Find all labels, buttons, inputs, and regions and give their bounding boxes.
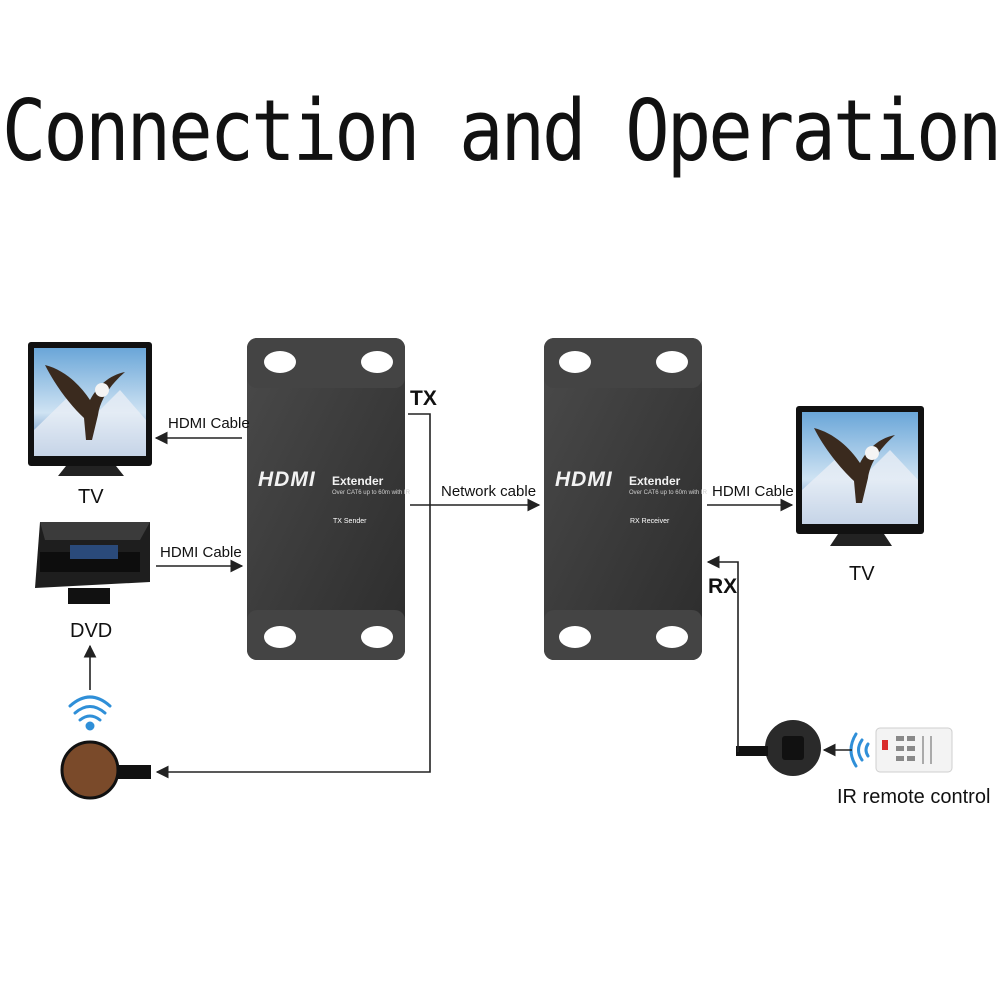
ir-remote-label: IR remote control	[837, 786, 991, 808]
ir-extender-icon	[736, 720, 821, 776]
tv-left-label: TV	[78, 486, 104, 508]
sender-box	[247, 338, 405, 660]
receiver-subtitle: Over CAT6 up to 60m with IR	[629, 490, 707, 496]
tv-left-icon	[28, 342, 152, 476]
remote-control-icon	[875, 727, 953, 773]
sender-product: Extender	[332, 474, 384, 488]
rx-ir-line	[706, 555, 739, 752]
dvd-player-icon	[35, 522, 150, 604]
diagram-title: Connection and Operation	[1, 81, 1001, 181]
connection-lines	[83, 413, 852, 779]
tx-ir-line	[155, 413, 431, 779]
receiver-product: Extender	[629, 474, 681, 488]
tv-right-label: TV	[849, 563, 875, 585]
rx-label: RX	[708, 575, 738, 598]
receiver-box	[544, 338, 702, 660]
hdmi-cable-label-dvd: HDMI Cable	[160, 544, 242, 561]
hdmi-cable-label-tv-right: HDMI Cable	[712, 483, 794, 500]
tv-right-icon	[796, 406, 924, 546]
receiver-tag: RX Receiver	[630, 518, 670, 525]
network-cable-label: Network cable	[441, 483, 537, 500]
sender-tag: TX Sender	[333, 518, 367, 525]
receiver-brand: HDMI	[555, 468, 613, 491]
wireless-signal-icon	[68, 695, 112, 731]
dvd-label: DVD	[70, 620, 113, 642]
remote-wireless-signal-icon	[849, 732, 870, 768]
tx-label: TX	[410, 387, 437, 410]
hdmi-cable-label-tv-left: HDMI Cable	[168, 415, 250, 432]
sender-subtitle: Over CAT6 up to 60m with IR	[332, 490, 410, 496]
ir-receiver-icon	[60, 740, 151, 800]
sender-brand: HDMI	[258, 468, 316, 491]
